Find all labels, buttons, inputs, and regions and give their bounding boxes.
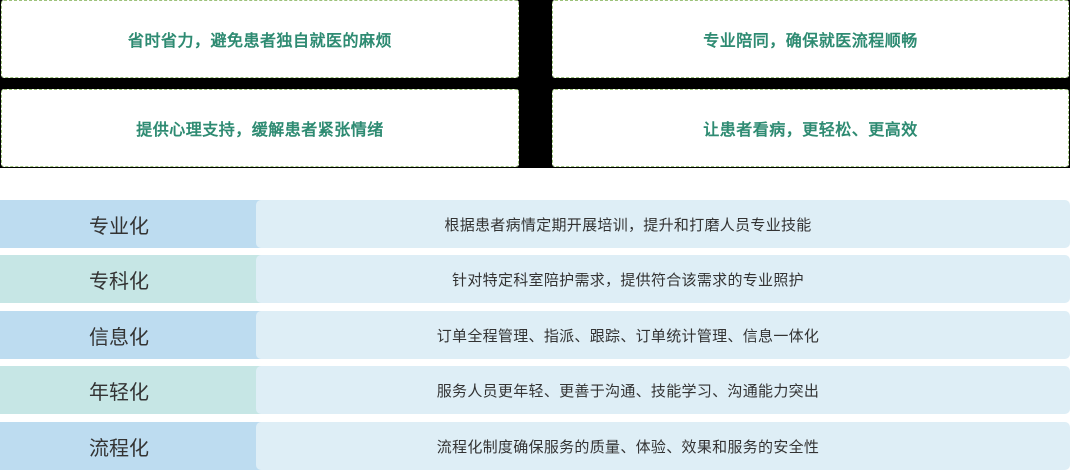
feature-label: 专业化 (0, 200, 262, 248)
benefit-card-save-effort: 省时省力，避免患者独自就医的麻烦 (1, 0, 519, 78)
feature-description: 服务人员更年轻、更善于沟通、技能学习、沟通能力突出 (256, 366, 1070, 414)
benefits-section: 省时省力，避免患者独自就医的麻烦 专业陪同，确保就医流程顺畅 提供心理支持，缓解… (0, 0, 1070, 168)
benefit-card-psychological-support: 提供心理支持，缓解患者紧张情绪 (1, 89, 519, 167)
benefit-text: 让患者看病，更轻松、更高效 (703, 120, 918, 139)
feature-description: 根据患者病情定期开展培训，提升和打磨人员专业技能 (256, 200, 1070, 248)
benefit-text: 提供心理支持，缓解患者紧张情绪 (136, 120, 384, 139)
feature-row-process: 流程化 流程化制度确保服务的质量、体验、效果和服务的安全性 (0, 422, 1070, 470)
feature-row-professional: 专业化 根据患者病情定期开展培训，提升和打磨人员专业技能 (0, 200, 1070, 248)
feature-label: 年轻化 (0, 366, 262, 414)
feature-label: 专科化 (0, 255, 262, 303)
feature-description: 订单全程管理、指派、跟踪、订单统计管理、信息一体化 (256, 311, 1070, 359)
feature-label: 流程化 (0, 422, 262, 470)
benefit-card-easier-efficient: 让患者看病，更轻松、更高效 (552, 89, 1069, 167)
benefit-card-professional-escort: 专业陪同，确保就医流程顺畅 (552, 0, 1069, 78)
feature-row-younger: 年轻化 服务人员更年轻、更善于沟通、技能学习、沟通能力突出 (0, 366, 1070, 414)
feature-row-specialized: 专科化 针对特定科室陪护需求，提供符合该需求的专业照护 (0, 255, 1070, 303)
benefit-text: 专业陪同，确保就医流程顺畅 (703, 31, 918, 50)
benefit-text: 省时省力，避免患者独自就医的麻烦 (127, 31, 392, 50)
feature-description: 针对特定科室陪护需求，提供符合该需求的专业照护 (256, 255, 1070, 303)
feature-row-informatized: 信息化 订单全程管理、指派、跟踪、订单统计管理、信息一体化 (0, 311, 1070, 359)
feature-description: 流程化制度确保服务的质量、体验、效果和服务的安全性 (256, 422, 1070, 470)
feature-label: 信息化 (0, 311, 262, 359)
